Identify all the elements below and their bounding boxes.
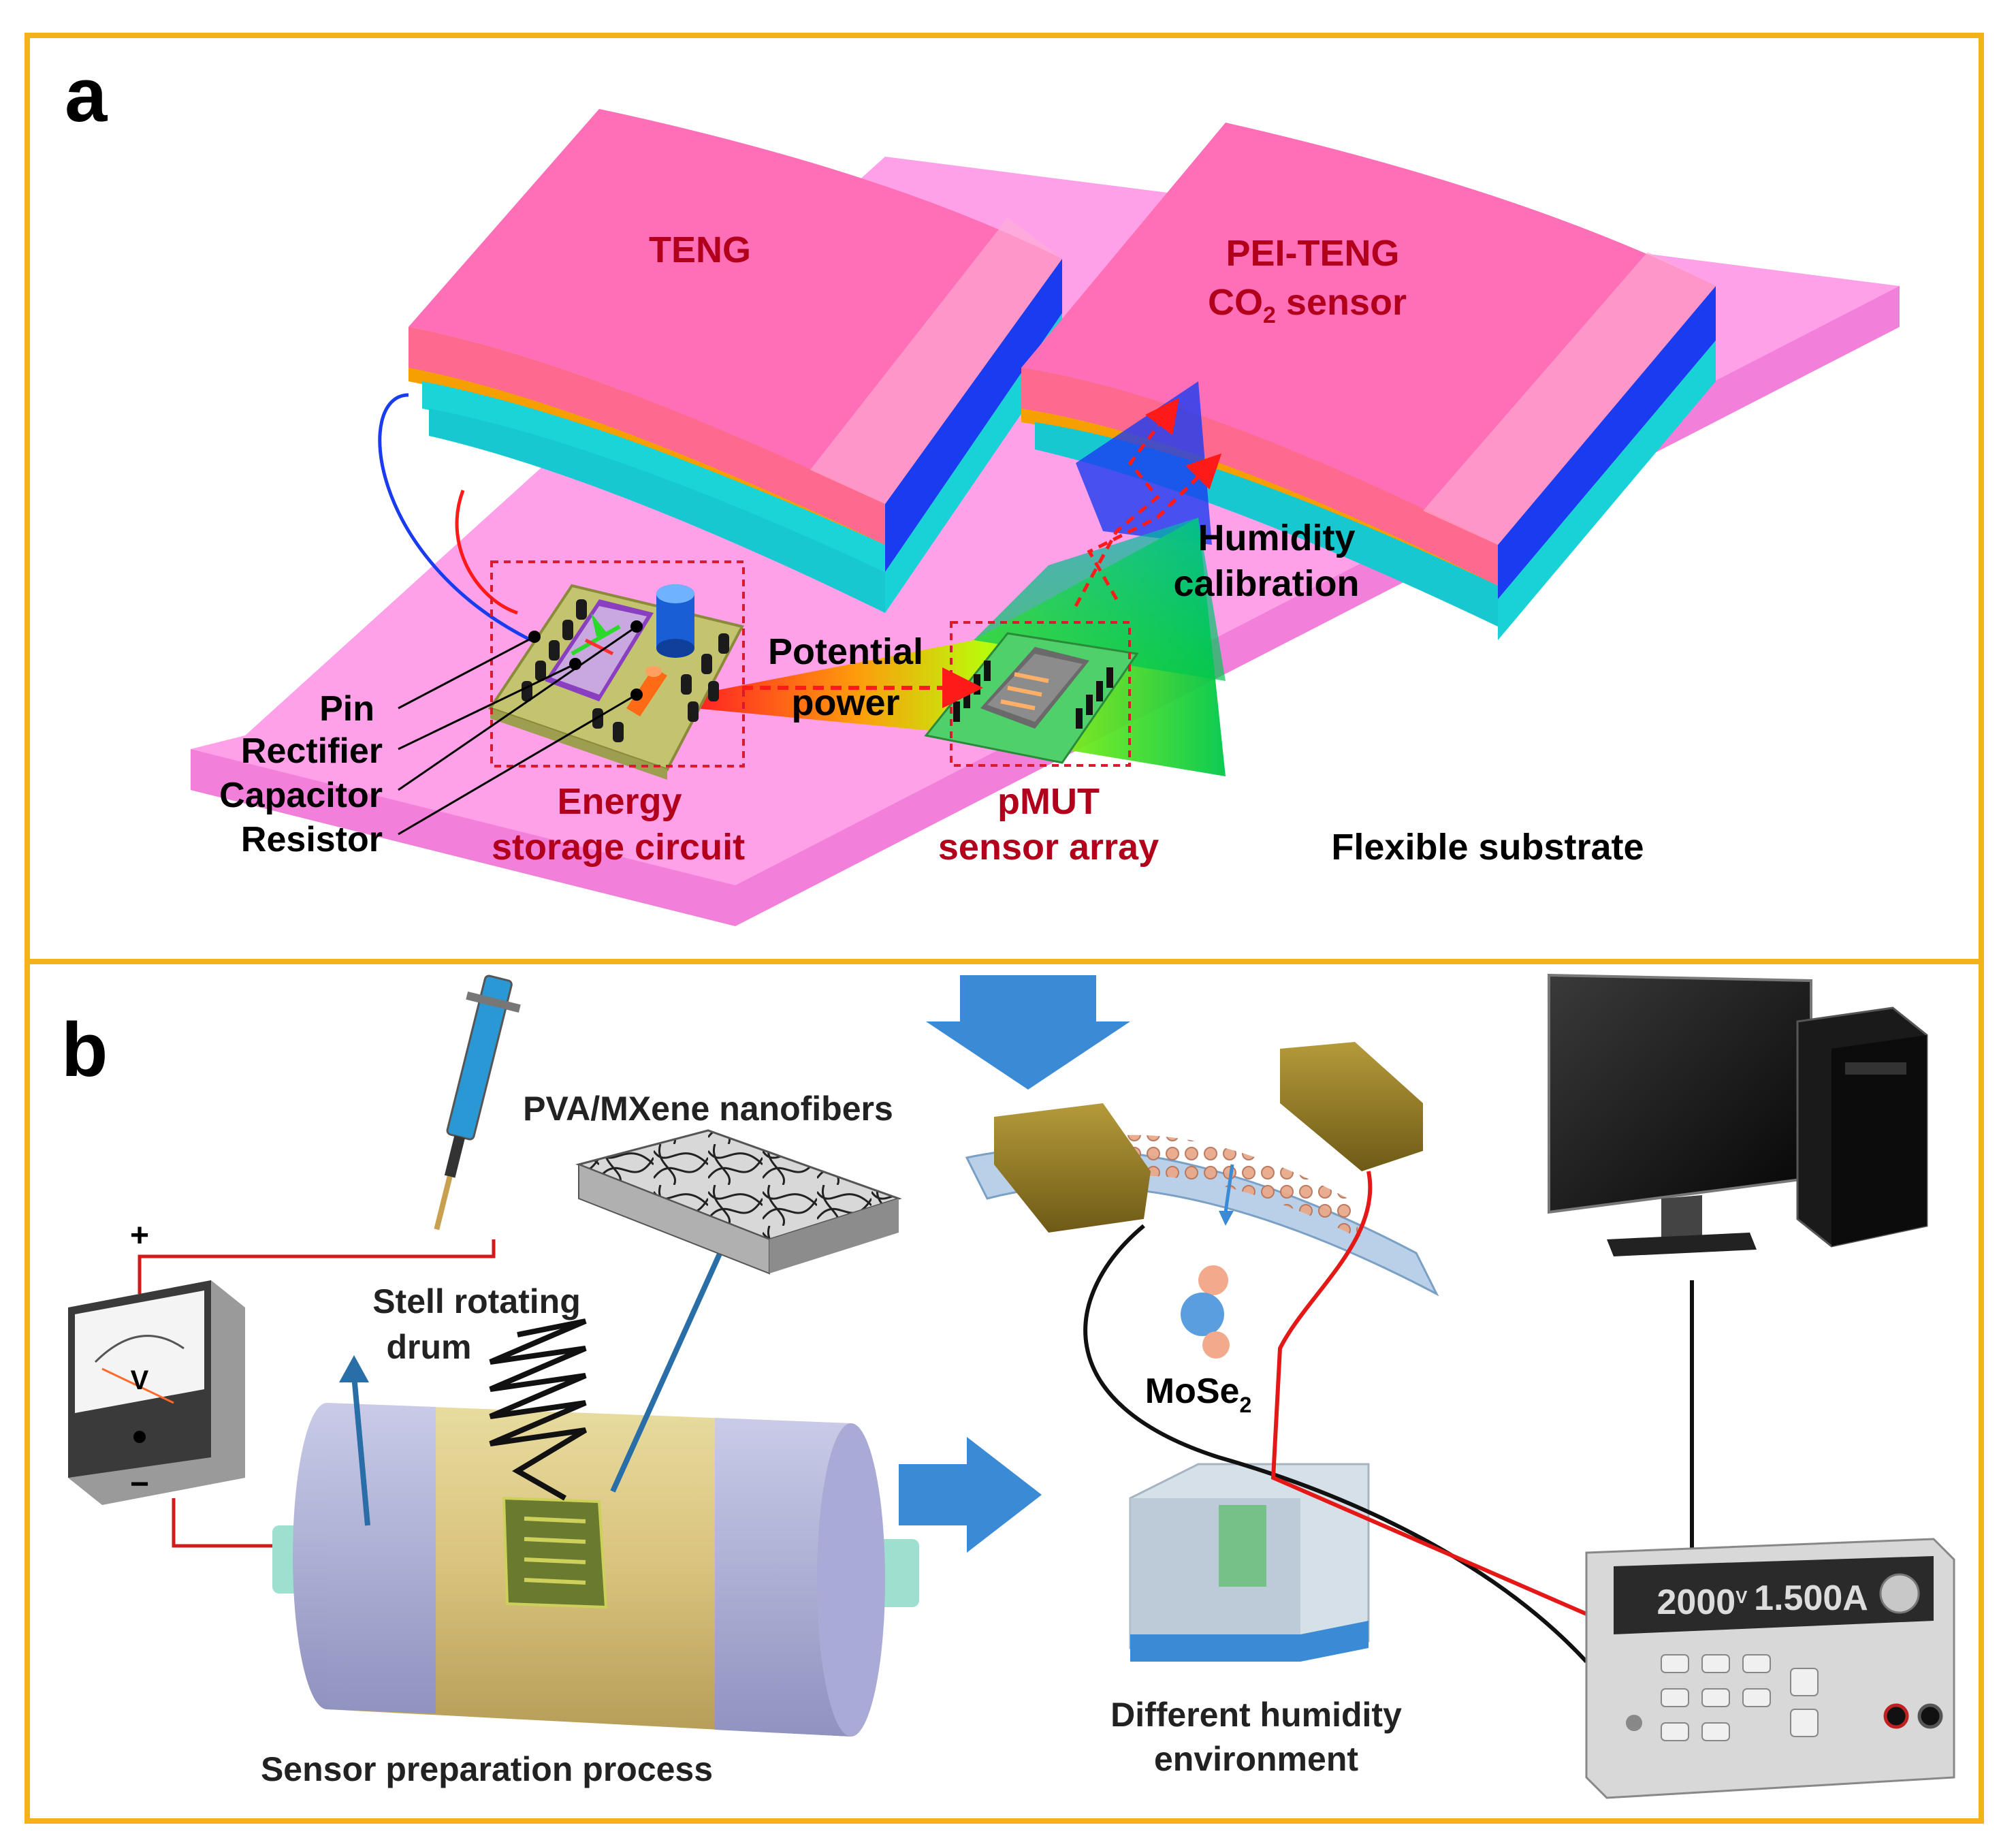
energy-storage-circuit [487,584,744,780]
panel-a: a TENG PEI-TENG CO2 sensor Humidity cali… [65,52,1900,926]
right-arrow-icon [899,1437,1042,1553]
syringe [434,975,521,1231]
black-cable [1083,1224,1588,1664]
nanofiber-arrow-icon [610,1218,738,1493]
blue-wire [378,393,532,642]
environment-label-line1: Different humidity [1110,1696,1402,1734]
humidity-chamber [1129,1463,1370,1662]
capacitor-label: Capacitor [219,776,383,815]
teng-label: TENG [649,229,751,270]
water-molecule-icon [1181,1265,1230,1359]
environment-label-line2: environment [1154,1740,1358,1778]
red-cable [1270,1171,1588,1616]
co2-sensor-label: CO2 sensor [1208,282,1407,328]
potential-label-line1: Potential [768,631,923,672]
panel-b-frame [25,959,1984,1824]
pmut-label-line1: pMUT [997,781,1100,822]
flexible-substrate-label: Flexible substrate [1331,827,1644,868]
red-wire [455,490,518,615]
spinning-jet-icon [489,1318,588,1501]
computer-icon [1548,973,1928,1256]
voltmeter: V [68,1280,245,1505]
sensor-preparation-label: Sensor preparation process [261,1750,713,1788]
potential-label-line2: power [791,682,899,723]
teng-block [409,109,1062,613]
nanofiber-sample [575,1129,902,1275]
pmut-dashed-box [950,621,1131,767]
voltmeter-wire-bottom [172,1498,279,1548]
pmut-label-line2: sensor array [938,827,1159,868]
rotating-drum [272,1403,919,1737]
drum-arrow-icon [351,1375,370,1526]
display-current: 1.500A [1754,1579,1868,1618]
voltmeter-symbol: V [131,1365,149,1395]
circuit-dashed-box [490,560,745,767]
drum-label-line2: drum [387,1328,472,1366]
pei-teng-label: PEI-TENG [1226,233,1399,274]
humidity-label-line2: calibration [1173,563,1359,604]
resistor-label: Resistor [241,820,383,859]
minus-label: − [130,1466,149,1502]
voltmeter-wire-top [138,1239,496,1294]
mose2-label: MoSe2 [1145,1372,1251,1417]
humidity-arrows [1074,398,1222,607]
panel-b: b V + − [61,973,1955,1799]
leader-lines [398,625,637,836]
pmut-sensor-array [924,632,1139,764]
down-arrow-icon [926,975,1130,1090]
humidity-sensor [965,1042,1439,1297]
rectifier-label: Rectifier [241,731,383,771]
display-voltage: 2000V [1657,1583,1748,1622]
nanofibers-label: PVA/MXene nanofibers [523,1090,893,1128]
source-meter: 2000V 1.500A [1585,1538,1955,1799]
energy-label-line2: storage circuit [492,827,745,868]
panel-b-letter: b [61,1007,108,1092]
pin-label: Pin [319,689,374,729]
energy-label-line1: Energy [557,781,682,822]
panel-a-letter: a [65,52,108,138]
plus-label: + [130,1218,149,1254]
humidity-label-line1: Humidity [1198,518,1355,558]
drum-label-line1: Stell rotating [372,1282,581,1320]
